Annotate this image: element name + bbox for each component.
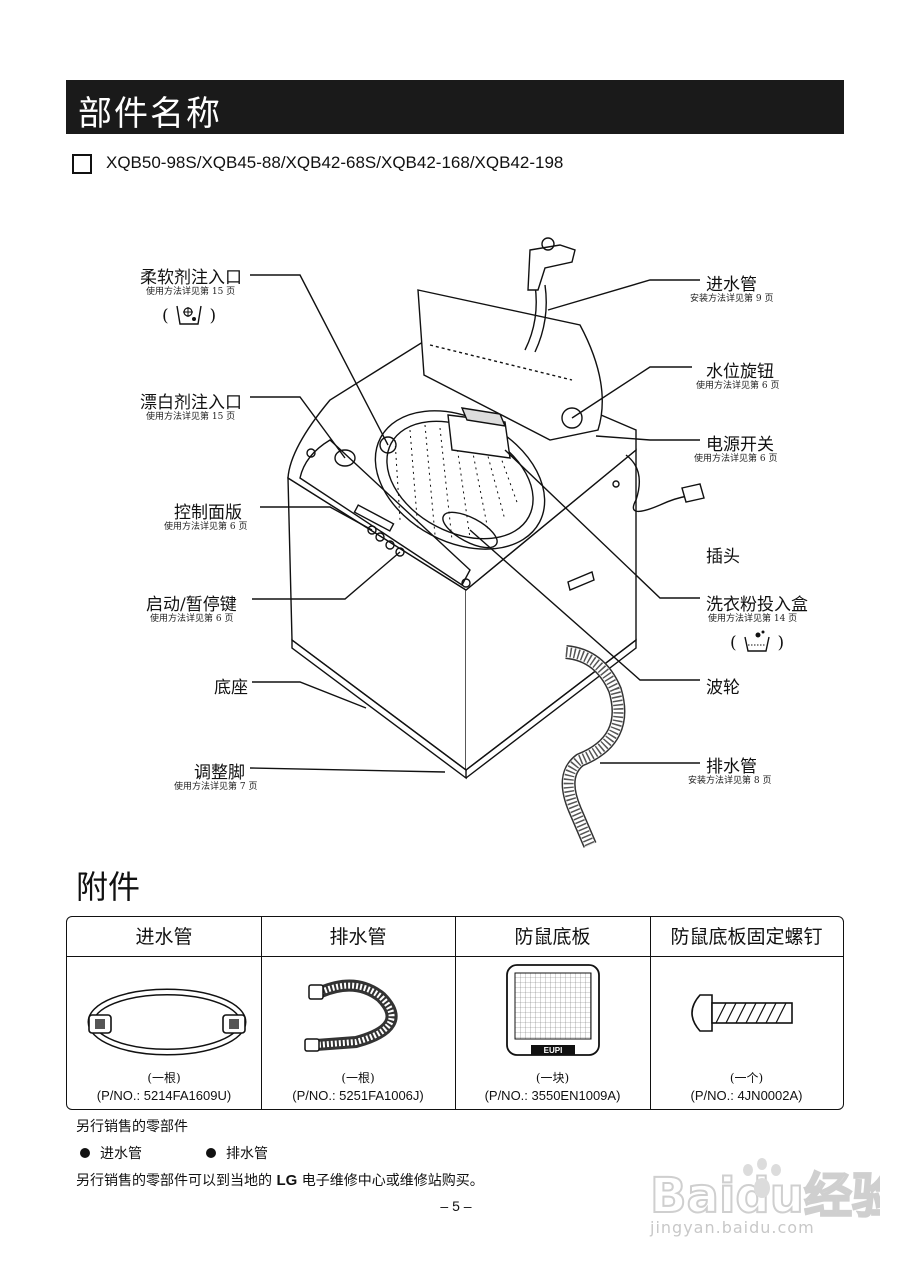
base-label: 底座 bbox=[214, 678, 248, 698]
leveling-foot-note: 使用方法详见第 7 页 bbox=[174, 782, 258, 792]
inlet-hose-label: 进水管 bbox=[706, 275, 757, 295]
plate-brand-text: EUPI bbox=[544, 1046, 563, 1055]
softener-symbol-icon bbox=[176, 305, 202, 325]
drain-hose-label: 排水管 bbox=[706, 757, 757, 777]
washer-diagram bbox=[249, 237, 705, 848]
power-switch-note: 使用方法详见第 6 页 bbox=[694, 454, 778, 464]
rodent-plate-image: EUPI bbox=[506, 964, 600, 1056]
pulsator-label: 波轮 bbox=[706, 678, 740, 698]
detergent-symbol-icon bbox=[744, 630, 770, 652]
checkbox-icon bbox=[72, 154, 92, 174]
softener-inlet-note: 使用方法详见第 15 页 bbox=[146, 287, 236, 297]
accessories-table: 进水管 (一根) (P/NO.: 5214FA1609U) 排水管 (一根) (… bbox=[66, 916, 844, 1110]
screw-image bbox=[691, 994, 793, 1032]
detergent-box-note: 使用方法详见第 14 页 bbox=[708, 614, 798, 624]
bullet-text: 排水管 bbox=[226, 1146, 268, 1162]
bullet-item: 排水管 bbox=[206, 1143, 268, 1163]
accessory-plate-screw: 防鼠底板固定螺钉 (一个) (P/NO.: 4JN0002A) bbox=[650, 917, 843, 1109]
accessories-title: 附件 bbox=[76, 868, 141, 906]
accessory-name: 排水管 bbox=[261, 917, 455, 957]
inlet-hose-image bbox=[87, 988, 247, 1056]
control-panel-label: 控制面版 bbox=[174, 503, 242, 523]
accessory-rodent-plate: 防鼠底板 EUPI (一块) (P/NO.: 3550EN1009A) bbox=[455, 917, 650, 1109]
bullet-item: 进水管 bbox=[80, 1143, 142, 1163]
page-title: 部件名称 bbox=[78, 94, 222, 134]
bullet-icon bbox=[206, 1148, 216, 1158]
accessory-name: 防鼠底板固定螺钉 bbox=[650, 917, 843, 957]
sold-separately-heading: 另行销售的零部件 bbox=[76, 1119, 188, 1135]
accessory-part-number: (P/NO.: 3550EN1009A) bbox=[484, 1088, 621, 1103]
drain-hose-image bbox=[304, 979, 398, 1052]
title-bar: 部件名称 bbox=[66, 80, 844, 134]
model-list: XQB50-98S/XQB45-88/XQB42-68S/XQB42-168/X… bbox=[106, 153, 564, 172]
bullet-text: 进水管 bbox=[100, 1146, 142, 1162]
start-pause-label: 启动/暂停键 bbox=[146, 595, 237, 615]
bleach-inlet-note: 使用方法详见第 15 页 bbox=[146, 412, 236, 422]
softener-inlet-label: 柔软剂注入口 bbox=[140, 268, 242, 288]
purchase-note: 另行销售的零部件可以到当地的 LG 电子维修中心或维修站购买。 bbox=[76, 1170, 484, 1190]
accessory-qty: (一根) bbox=[341, 1071, 375, 1085]
water-knob-label: 水位旋钮 bbox=[706, 362, 774, 382]
drain-hose-note: 安装方法详见第 8 页 bbox=[688, 776, 772, 786]
detergent-box-label: 洗衣粉投入盒 bbox=[706, 595, 808, 615]
baidu-watermark-logo: Baidu经验 bbox=[649, 1158, 880, 1225]
watermark-url: jingyan.baidu.com bbox=[650, 1218, 815, 1237]
accessory-part-number: (P/NO.: 5251FA1006J) bbox=[292, 1088, 424, 1103]
leveling-foot-label: 调整脚 bbox=[194, 763, 245, 783]
plug-label: 插头 bbox=[706, 547, 740, 567]
bleach-inlet-label: 漂白剂注入口 bbox=[140, 393, 242, 413]
brand-name: LG bbox=[276, 1172, 298, 1189]
bullet-icon bbox=[80, 1148, 90, 1158]
purchase-note-suffix: 电子维修中心或维修站购买。 bbox=[301, 1173, 484, 1189]
water-knob-note: 使用方法详见第 6 页 bbox=[696, 381, 780, 391]
start-pause-note: 使用方法详见第 6 页 bbox=[150, 614, 234, 624]
accessory-part-number: (P/NO.: 5214FA1609U) bbox=[96, 1088, 232, 1103]
page-number: – 5 – bbox=[440, 1198, 472, 1214]
divider bbox=[455, 917, 456, 1109]
purchase-note-prefix: 另行销售的零部件可以到当地的 bbox=[76, 1173, 272, 1189]
divider bbox=[261, 917, 262, 1109]
accessory-inlet-hose: 进水管 (一根) (P/NO.: 5214FA1609U) bbox=[67, 917, 261, 1109]
softener-icon-group: ( ) bbox=[162, 302, 216, 326]
accessory-qty: (一块) bbox=[535, 1071, 570, 1085]
divider bbox=[650, 917, 651, 1109]
accessory-drain-hose: 排水管 (一根) (P/NO.: 5251FA1006J) bbox=[261, 917, 455, 1109]
inlet-hose-note: 安装方法详见第 9 页 bbox=[690, 294, 774, 304]
accessory-qty: (一个) bbox=[729, 1071, 764, 1085]
accessory-name: 进水管 bbox=[67, 917, 261, 957]
detergent-icon-group: ( ) bbox=[730, 629, 784, 653]
accessory-part-number: (P/NO.: 4JN0002A) bbox=[690, 1088, 803, 1103]
accessory-name: 防鼠底板 bbox=[455, 917, 650, 957]
power-switch-label: 电源开关 bbox=[706, 435, 774, 455]
paw-icon bbox=[743, 1158, 781, 1198]
control-panel-note: 使用方法详见第 6 页 bbox=[164, 522, 248, 532]
accessory-qty: (一根) bbox=[147, 1071, 181, 1085]
